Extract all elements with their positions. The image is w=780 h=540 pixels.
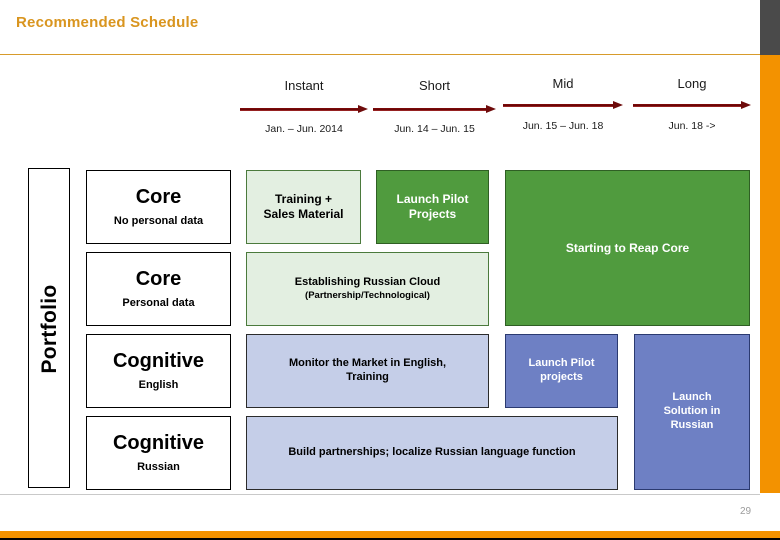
top-right-gray-bar — [760, 0, 780, 55]
timeline-label-mid: Mid — [552, 76, 574, 91]
page-title: Recommended Schedule — [16, 14, 199, 31]
cell-label: Launch Solution in Russian — [663, 391, 721, 431]
timeline-phase-instant: Instant Jan. – Jun. 2014 — [240, 78, 368, 140]
row-label-subtitle: No personal data — [113, 215, 204, 227]
timeline-label-instant: Instant — [284, 78, 324, 93]
bottom-orange-bar — [0, 531, 780, 538]
cell-establishing-russian-cloud[interactable]: Establishing Russian Cloud (Partnership/… — [246, 252, 489, 326]
cell-label: Training + Sales Material — [263, 192, 344, 221]
timeline-range-short: Jun. 14 – Jun. 15 — [394, 123, 475, 135]
cell-label: Monitor the Market in English, Training — [288, 357, 447, 383]
row-label-title: Cognitive — [112, 432, 205, 454]
cell-label: Starting to Reap Core — [565, 240, 690, 255]
cell-label: Establishing Russian Cloud — [294, 275, 441, 288]
row-label-cognitive-english[interactable]: Cognitive English — [86, 334, 231, 408]
title-divider — [0, 54, 760, 55]
cell-launch-pilot-projects-cognitive[interactable]: Launch Pilot projects — [505, 334, 618, 408]
timeline-label-short: Short — [418, 78, 451, 93]
page-number: 29 — [740, 506, 752, 517]
cell-label: Launch Pilot projects — [528, 357, 595, 383]
timeline-arrow-mid — [503, 101, 623, 110]
row-label-core-no-personal-data[interactable]: Core No personal data — [86, 170, 231, 244]
cell-starting-to-reap-core[interactable]: Starting to Reap Core — [505, 170, 750, 326]
cell-label: Build partnerships; localize Russian lan… — [288, 446, 576, 459]
portfolio-axis: Portfolio — [28, 168, 70, 488]
portfolio-axis-label: Portfolio — [38, 284, 61, 374]
row-label-title: Core — [135, 186, 182, 208]
timeline-range-mid: Jun. 15 – Jun. 18 — [522, 120, 604, 132]
row-label-title: Core — [135, 268, 182, 290]
cell-sublabel: (Partnership/Technological) — [305, 290, 430, 302]
row-label-title: Cognitive — [112, 350, 205, 372]
timeline-label-long: Long — [677, 76, 707, 91]
row-label-core-personal-data[interactable]: Core Personal data — [86, 252, 231, 326]
timeline-phase-mid: Mid Jun. 15 – Jun. 18 — [503, 76, 623, 138]
timeline-range-long: Jun. 18 -> — [668, 120, 716, 132]
bottom-divider — [0, 494, 760, 495]
right-orange-bar — [760, 55, 780, 493]
cell-label: Launch Pilot Projects — [396, 192, 469, 221]
cell-training-sales-material[interactable]: Training + Sales Material — [246, 170, 361, 244]
row-label-subtitle: Russian — [137, 461, 180, 473]
row-label-cognitive-russian[interactable]: Cognitive Russian — [86, 416, 231, 490]
cell-build-partnerships-localize[interactable]: Build partnerships; localize Russian lan… — [246, 416, 618, 490]
row-label-subtitle: Personal data — [122, 297, 195, 309]
cell-launch-solution-in-russian[interactable]: Launch Solution in Russian — [634, 334, 750, 490]
bottom-black-bar — [0, 538, 780, 540]
row-label-subtitle: English — [138, 379, 179, 391]
timeline-phase-short: Short Jun. 14 – Jun. 15 — [373, 78, 496, 140]
cell-launch-pilot-projects-core[interactable]: Launch Pilot Projects — [376, 170, 489, 244]
timeline-arrow-instant — [240, 105, 368, 114]
timeline-arrow-long — [633, 101, 751, 110]
cell-monitor-market-english[interactable]: Monitor the Market in English, Training — [246, 334, 489, 408]
timeline-range-instant: Jan. – Jun. 2014 — [265, 123, 343, 135]
timeline-arrow-short — [373, 105, 496, 114]
timeline-phase-long: Long Jun. 18 -> — [633, 76, 751, 138]
